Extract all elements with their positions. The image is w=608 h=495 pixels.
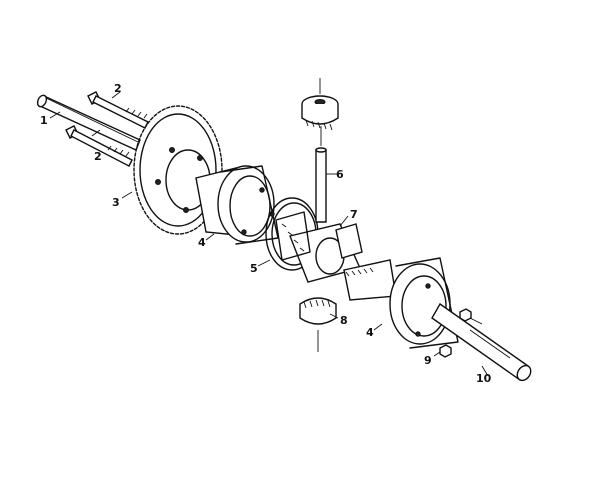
part-10-axle [431,302,532,382]
callout-2-upper: 2 [114,82,122,95]
part-2-bolt-lower [65,125,133,167]
callout-7: 7 [350,208,358,221]
callout-2-lower: 2 [94,150,102,163]
leader-lines [49,91,489,377]
callout-4-left: 4 [198,236,206,249]
callout-3: 3 [112,196,120,209]
callout-labels: 1 2 2 3 4 4 5 6 7 8 9 10 [40,82,492,385]
callout-5: 5 [250,262,258,275]
part-9-nut-lower [439,344,452,358]
part-1-shaft [36,94,141,151]
part-7-carrier [275,211,363,283]
callout-8: 8 [340,314,348,327]
part-9-nut-upper [459,308,483,325]
callout-1: 1 [40,114,48,127]
callout-4-right: 4 [366,326,374,339]
callout-10: 10 [476,372,492,385]
part-8-bevel-gear-upper [301,78,339,131]
part-8-bevel-gear-lower [299,297,337,352]
part-6-cross-pin [315,126,327,223]
part-4-hub-left [195,165,279,245]
callout-9: 9 [424,354,432,367]
part-4-hub-right [343,257,459,349]
callout-6: 6 [336,168,344,181]
